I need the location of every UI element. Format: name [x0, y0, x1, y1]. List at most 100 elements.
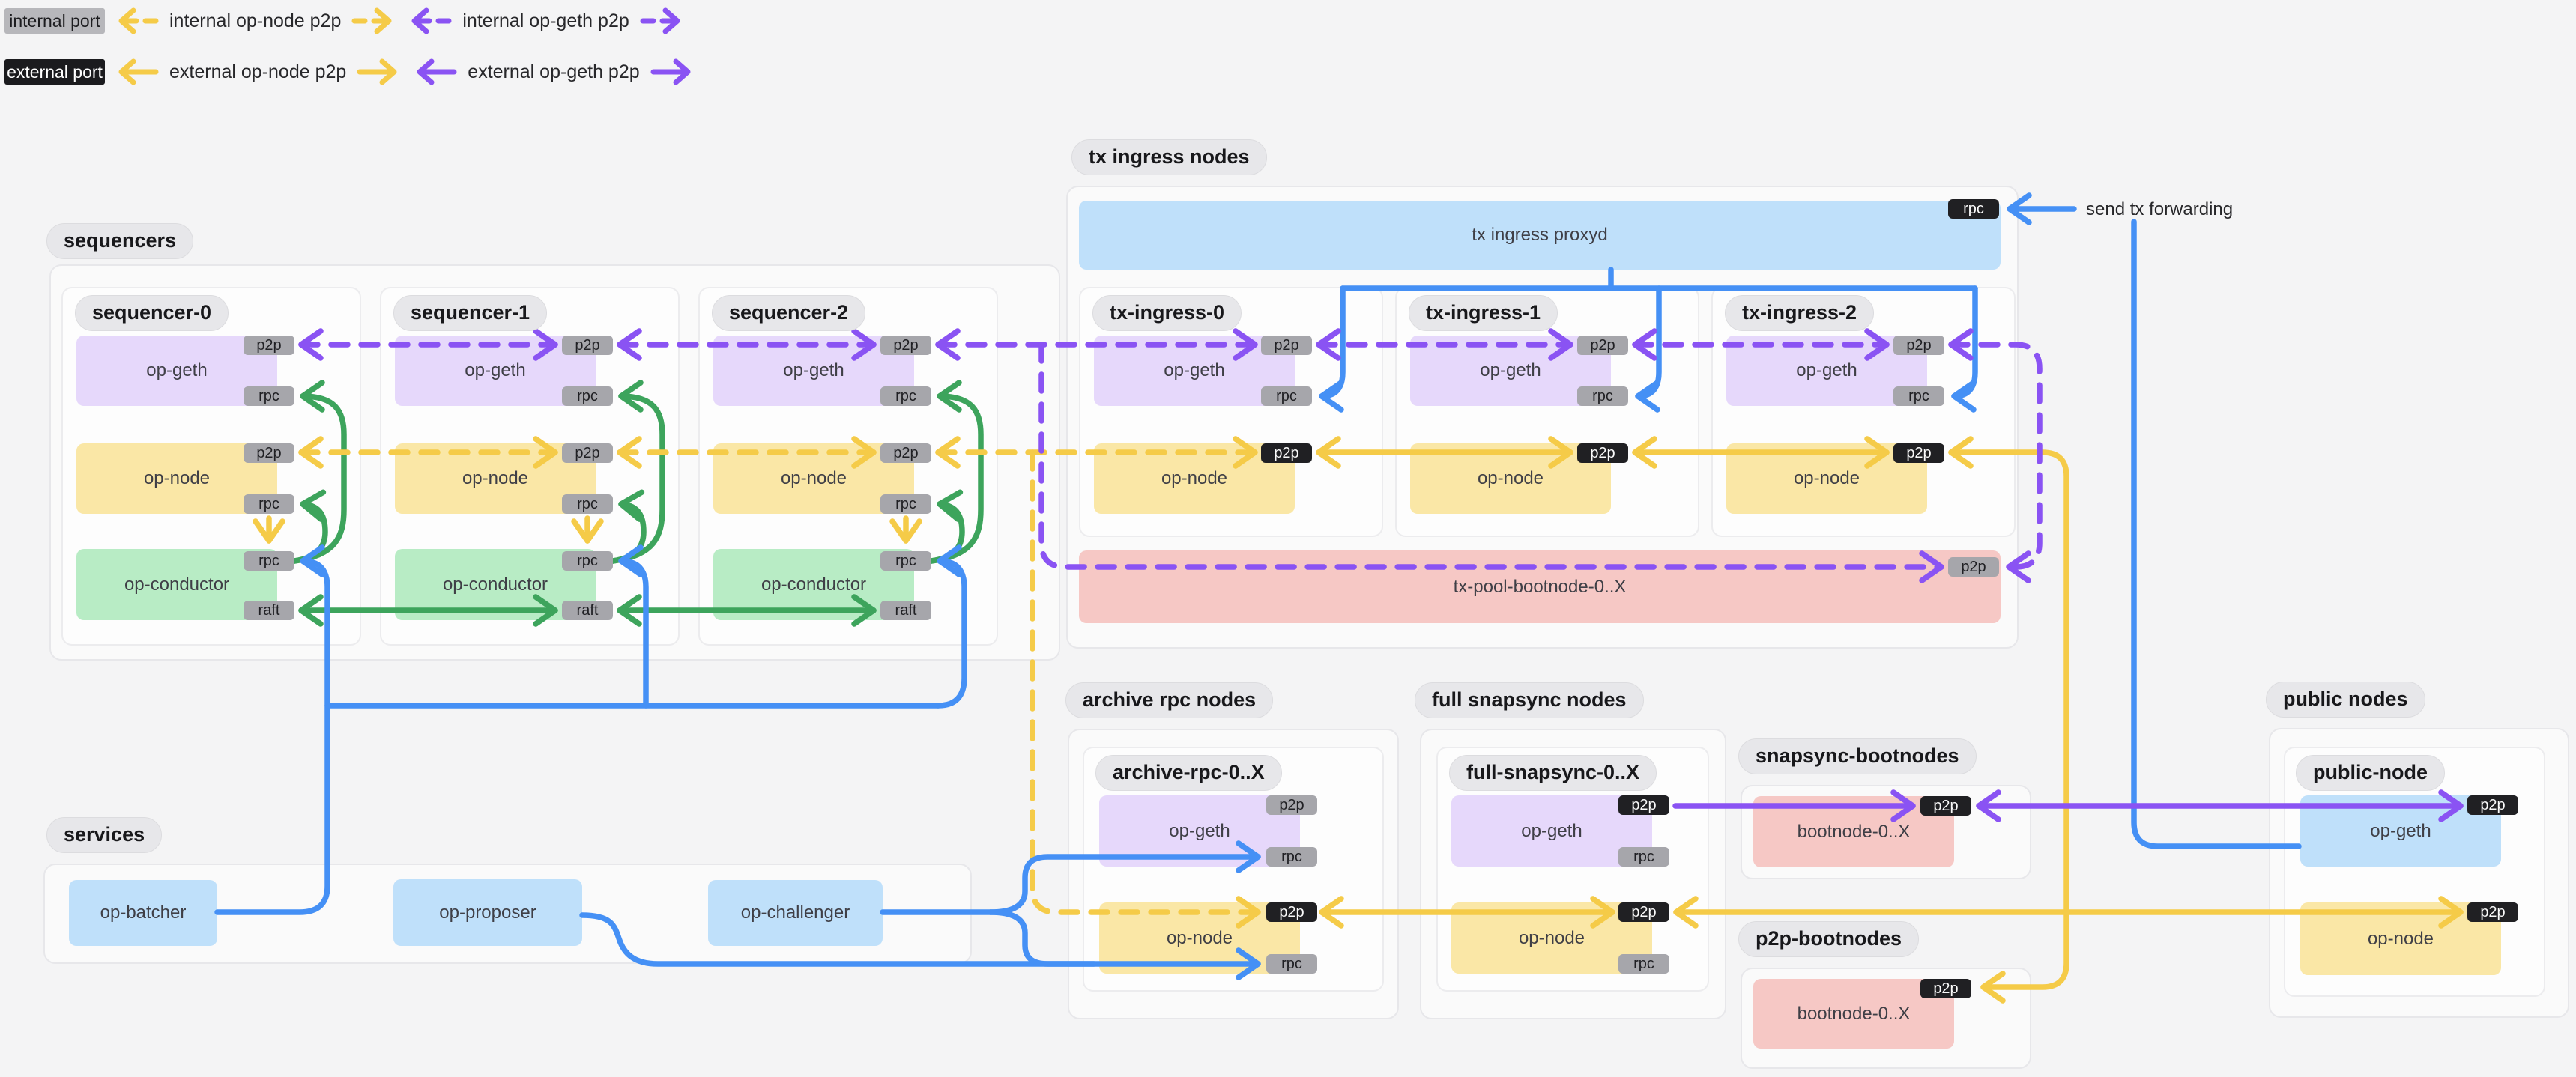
legend-internal-op-geth-label: internal op-geth p2p	[462, 10, 629, 31]
external-op-geth-p2p-left-arrow-icon	[417, 58, 457, 85]
port-badge-snapsync-bootnodes-bootnode-0-x-p2p: p2p	[1920, 796, 1971, 816]
port-badge-sequencer-1-op-node-rpc: rpc	[562, 494, 613, 514]
node-label-services-op-proposer: op-proposer	[439, 902, 536, 923]
group-label-snapsync-bootnodes: snapsync-bootnodes	[1738, 738, 1977, 774]
group-label-public-nodes: public nodes	[2266, 682, 2425, 718]
node-label-tx-ingress-1-op-node: op-node	[1477, 468, 1544, 488]
node-label-tx-ingress-2-op-node: op-node	[1793, 468, 1860, 488]
port-badge-full-snapsync-0-x-op-geth-rpc: rpc	[1618, 847, 1669, 867]
internal-op-geth-p2p-left-arrow-icon	[411, 7, 452, 34]
legend-external-op-geth-label: external op-geth p2p	[468, 61, 640, 82]
port-badge-tx-ingress-1-op-geth-rpc: rpc	[1577, 386, 1628, 406]
node-label-tx-ingress-1-op-geth: op-geth	[1480, 360, 1541, 380]
internal-port-badge: internal port	[4, 8, 105, 34]
subgroup-label-tx-ingress-2: tx-ingress-2	[1725, 295, 1875, 331]
node-label-full-snapsync-0-x-op-geth: op-geth	[1521, 820, 1582, 841]
node-label-tx-ingress-tx-pool-bootnode-0-x: tx-pool-bootnode-0..X	[1453, 576, 1627, 597]
internal-op-node-p2p-left-arrow-icon	[118, 7, 159, 34]
external-op-geth-p2p-right-arrow-icon	[650, 58, 691, 85]
legend-internal-op-node-label: internal op-node p2p	[169, 10, 342, 31]
group-label-tx-ingress: tx ingress nodes	[1071, 139, 1267, 175]
port-badge-tx-ingress-0-op-geth-rpc: rpc	[1261, 386, 1312, 406]
legend-external-op-node-label: external op-node p2p	[169, 61, 347, 82]
node-label-sequencer-1-op-node: op-node	[462, 468, 529, 488]
subgroup-label-sequencer-1: sequencer-1	[393, 295, 548, 331]
port-badge-p2p-bootnodes-bootnode-0-x-p2p: p2p	[1920, 979, 1971, 998]
subgroup-label-tx-ingress-0: tx-ingress-0	[1092, 295, 1242, 331]
port-badge-sequencer-1-op-node-p2p: p2p	[562, 443, 613, 463]
send-tx-forwarding-label: send tx forwarding	[2086, 199, 2234, 219]
port-badge-tx-ingress-1-op-geth-p2p: p2p	[1577, 336, 1628, 355]
port-badge-archive-rpc-0-x-op-node-p2p: p2p	[1266, 902, 1317, 922]
node-label-public-node-op-node: op-node	[2367, 928, 2434, 949]
node-label-sequencer-1-op-geth: op-geth	[465, 360, 526, 380]
port-badge-archive-rpc-0-x-op-geth-p2p: p2p	[1266, 795, 1317, 815]
external-op-node-p2p-left-arrow-icon	[118, 58, 159, 85]
node-label-sequencer-2-op-geth: op-geth	[783, 360, 844, 380]
subgroup-label-full-snapsync-0-x: full-snapsync-0..X	[1449, 755, 1657, 791]
port-badge-sequencer-1-op-conductor-raft: raft	[562, 601, 613, 620]
node-label-sequencer-0-op-node: op-node	[143, 468, 211, 488]
port-badge-tx-ingress-tx-ingress-proxyd-rpc: rpc	[1948, 199, 1999, 219]
subgroup-label-tx-ingress-1: tx-ingress-1	[1409, 295, 1558, 331]
node-label-public-node-op-geth: op-geth	[2370, 820, 2431, 841]
group-label-archive-rpc: archive rpc nodes	[1065, 682, 1274, 718]
node-label-tx-ingress-0-op-node: op-node	[1161, 468, 1228, 488]
node-services-op-batcher: op-batcher	[69, 880, 217, 946]
port-badge-tx-ingress-0-op-node-p2p: p2p	[1261, 443, 1312, 463]
port-badge-sequencer-0-op-node-p2p: p2p	[244, 443, 294, 463]
group-label-sequencers: sequencers	[46, 223, 194, 259]
port-badge-tx-ingress-2-op-node-p2p: p2p	[1893, 443, 1944, 463]
legend-row-internal: internal port internal op-node p2p inter…	[4, 6, 697, 36]
port-badge-full-snapsync-0-x-op-node-p2p: p2p	[1618, 902, 1669, 922]
subgroup-label-public-node: public-node	[2296, 755, 2445, 791]
group-label-p2p-bootnodes: p2p-bootnodes	[1738, 921, 1919, 957]
node-label-archive-rpc-0-x-op-node: op-node	[1166, 927, 1233, 948]
port-badge-tx-ingress-0-op-geth-p2p: p2p	[1261, 336, 1312, 355]
port-badge-full-snapsync-0-x-op-node-rpc: rpc	[1618, 954, 1669, 974]
legend: internal port internal op-node p2p inter…	[4, 6, 697, 108]
node-label-snapsync-bootnodes-bootnode-0-x: bootnode-0..X	[1797, 821, 1911, 842]
port-badge-tx-ingress-1-op-node-p2p: p2p	[1577, 443, 1628, 463]
node-label-services-op-challenger: op-challenger	[740, 902, 850, 923]
port-badge-sequencer-2-op-node-rpc: rpc	[880, 494, 931, 514]
port-badge-sequencer-1-op-conductor-rpc: rpc	[562, 551, 613, 571]
node-label-sequencer-0-op-conductor: op-conductor	[124, 574, 230, 595]
node-label-full-snapsync-0-x-op-node: op-node	[1518, 927, 1585, 948]
node-services-op-proposer: op-proposer	[393, 879, 582, 946]
port-badge-sequencer-0-op-conductor-rpc: rpc	[244, 551, 294, 571]
external-port-badge: external port	[4, 59, 105, 85]
node-label-tx-ingress-tx-ingress-proxyd: tx ingress proxyd	[1472, 225, 1608, 245]
internal-op-node-p2p-right-arrow-icon	[351, 7, 392, 34]
port-badge-sequencer-2-op-conductor-raft: raft	[880, 601, 931, 620]
node-label-sequencer-2-op-conductor: op-conductor	[761, 574, 867, 595]
subgroup-label-sequencer-0: sequencer-0	[75, 295, 229, 331]
port-badge-tx-ingress-2-op-geth-p2p: p2p	[1893, 336, 1944, 355]
subgroup-label-sequencer-2: sequencer-2	[712, 295, 866, 331]
port-badge-sequencer-0-op-geth-p2p: p2p	[244, 336, 294, 355]
port-badge-archive-rpc-0-x-op-geth-rpc: rpc	[1266, 847, 1317, 867]
port-badge-public-node-op-geth-p2p: p2p	[2467, 795, 2518, 815]
port-badge-tx-ingress-tx-pool-bootnode-0-x-p2p: p2p	[1948, 557, 1999, 577]
node-label-sequencer-0-op-geth: op-geth	[146, 360, 208, 380]
port-badge-tx-ingress-2-op-geth-rpc: rpc	[1893, 386, 1944, 406]
node-tx-ingress-tx-ingress-proxyd: tx ingress proxyd	[1079, 201, 2001, 270]
node-label-services-op-batcher: op-batcher	[100, 902, 187, 923]
port-badge-sequencer-0-op-node-rpc: rpc	[244, 494, 294, 514]
node-services-op-challenger: op-challenger	[708, 880, 883, 946]
external-op-node-p2p-right-arrow-icon	[357, 58, 397, 85]
node-label-p2p-bootnodes-bootnode-0-x: bootnode-0..X	[1797, 1003, 1911, 1024]
node-label-archive-rpc-0-x-op-geth: op-geth	[1169, 820, 1230, 841]
node-label-sequencer-2-op-node: op-node	[780, 468, 847, 488]
subgroup-label-archive-rpc-0-x: archive-rpc-0..X	[1095, 755, 1282, 791]
port-badge-sequencer-0-op-conductor-raft: raft	[244, 601, 294, 620]
legend-row-external: external port external op-node p2p exter…	[4, 57, 697, 87]
port-badge-sequencer-0-op-geth-rpc: rpc	[244, 386, 294, 406]
port-badge-sequencer-2-op-node-p2p: p2p	[880, 443, 931, 463]
internal-op-geth-p2p-right-arrow-icon	[640, 7, 680, 34]
port-badge-sequencer-2-op-geth-rpc: rpc	[880, 386, 931, 406]
group-label-services: services	[46, 817, 163, 853]
port-badge-sequencer-1-op-geth-rpc: rpc	[562, 386, 613, 406]
port-badge-sequencer-2-op-conductor-rpc: rpc	[880, 551, 931, 571]
node-tx-ingress-tx-pool-bootnode-0-x: tx-pool-bootnode-0..X	[1079, 550, 2001, 623]
